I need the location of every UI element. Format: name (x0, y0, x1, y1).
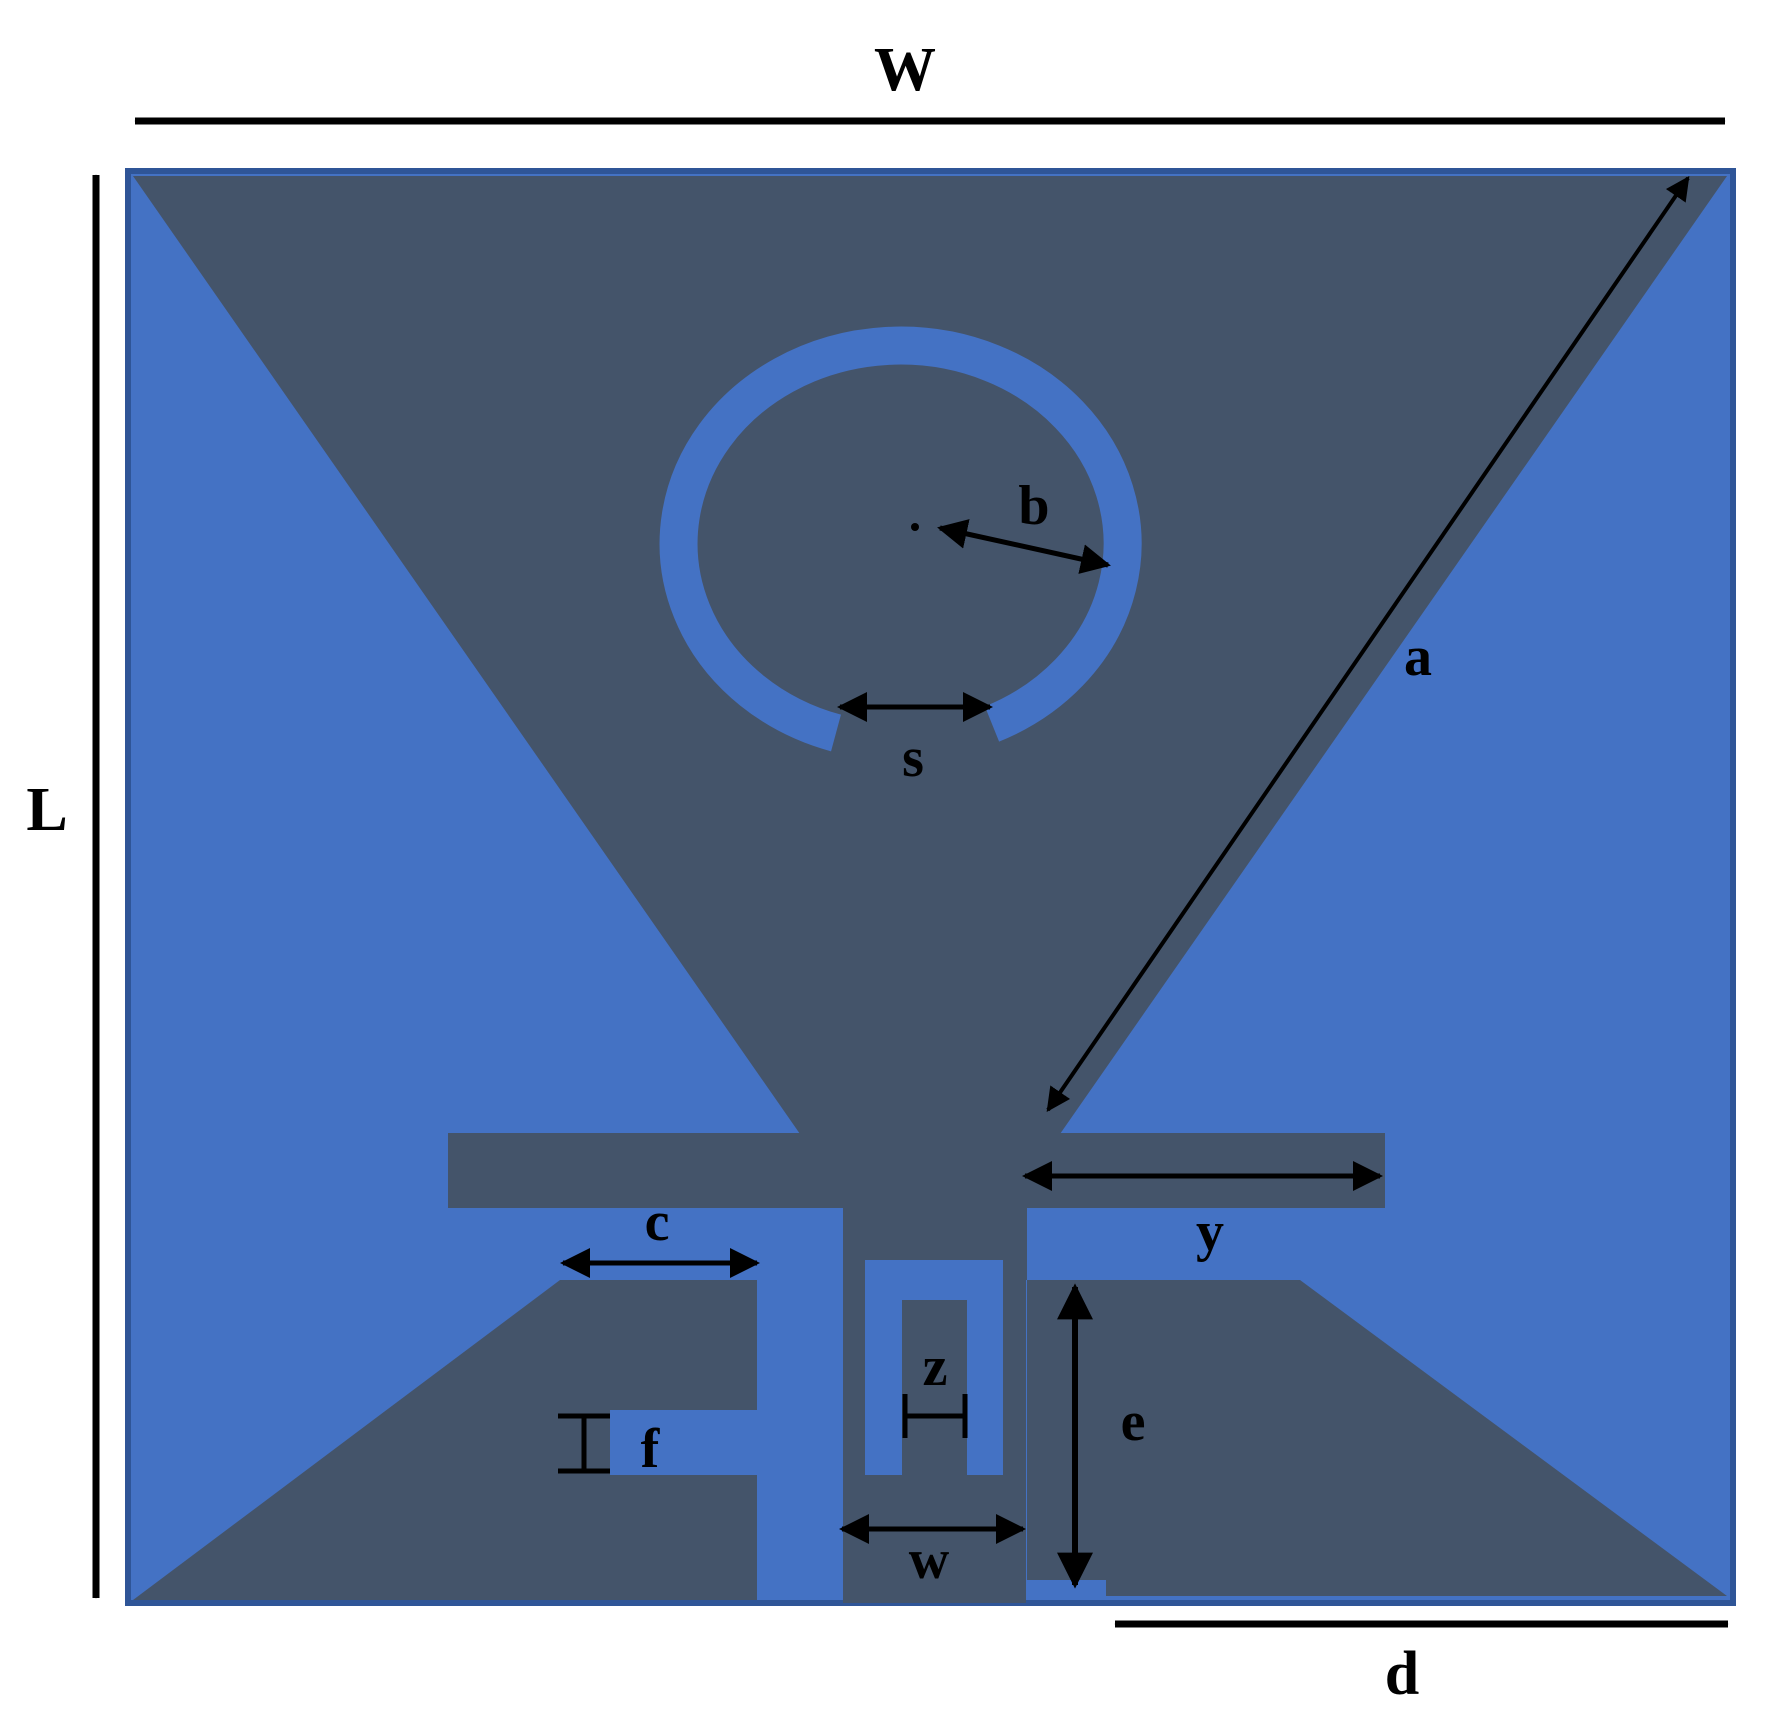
dimension-f-bracket (558, 1413, 610, 1474)
ground-plane-left (133, 1280, 757, 1600)
label-e: e (1121, 1391, 1146, 1453)
label-c: c (645, 1191, 670, 1253)
ring-center-dot (911, 523, 919, 531)
dimension-b-arrow (937, 519, 1111, 574)
label-L: L (26, 776, 67, 844)
label-z: z (923, 1336, 948, 1398)
dimension-z-bracket (902, 1394, 968, 1438)
label-d: d (1385, 1640, 1419, 1708)
label-y: y (1196, 1201, 1224, 1263)
label-W: W (874, 36, 936, 104)
label-s: s (902, 727, 924, 789)
dimension-a-arrow (1046, 176, 1690, 1112)
u-shaped-strip (865, 1260, 1003, 1475)
label-f: f (641, 1418, 661, 1480)
label-a: a (1404, 626, 1432, 688)
label-b: b (1018, 475, 1049, 537)
label-w: w (909, 1529, 950, 1591)
